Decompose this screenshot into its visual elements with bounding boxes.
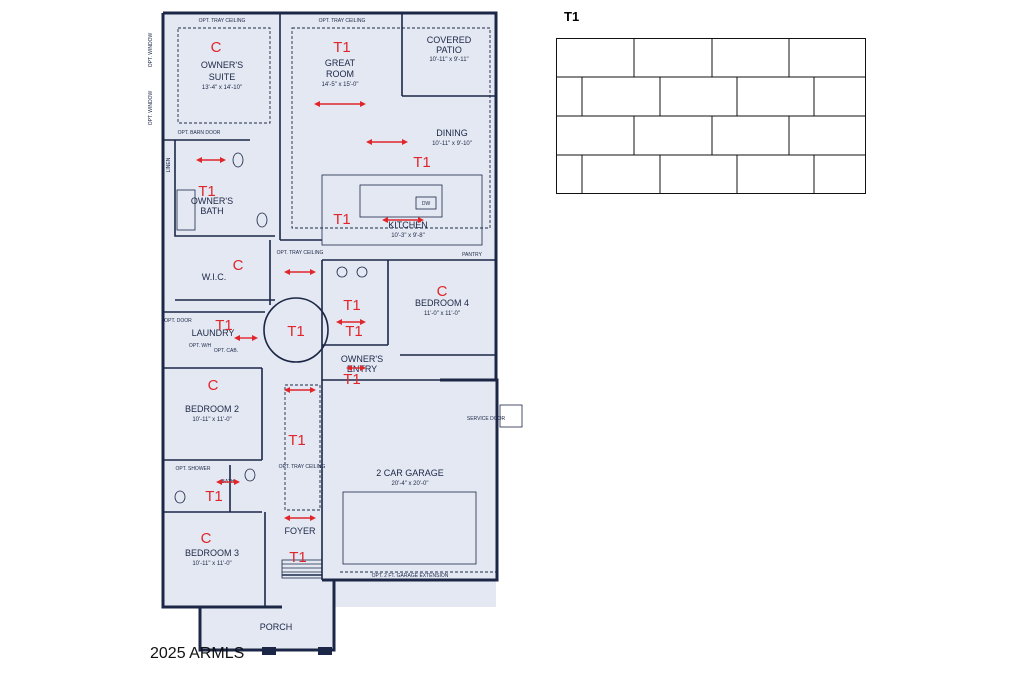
mark-t1-laundry: T1 <box>215 317 233 334</box>
covered-patio-name-1: COVERED <box>427 35 472 45</box>
laundry-name: LAUNDRY <box>192 328 235 338</box>
note-service-door: SERVICE DOOR <box>467 416 506 422</box>
mark-t1-hall-bath: T1 <box>343 297 361 314</box>
tray-ceiling-outlines <box>177 27 491 511</box>
mark-c-bedroom2: C <box>208 377 219 394</box>
note-tray-ceiling-hall: OPT. TRAY CEILING <box>277 250 324 256</box>
bedroom2-dim: 10'-11" x 11'-0" <box>192 417 231 423</box>
bedroom3-name: BEDROOM 3 <box>185 548 239 558</box>
mark-t1-kitchen: T1 <box>333 211 351 228</box>
mark-c-bedroom4: C <box>437 283 448 300</box>
mark-t1-bath2: T1 <box>205 488 223 505</box>
bedroom4-dim: 11'-0" x 11'-0" <box>424 311 460 317</box>
kitchen-fixtures: DW <box>321 174 483 246</box>
mark-t1-dining: T1 <box>413 154 431 171</box>
note-opt-cab: OPT. CAB. <box>214 348 238 354</box>
mark-c-owners-suite: C <box>211 39 222 56</box>
room-labels: OWNER'S SUITE 13'-4" x 14'-10" GREAT ROO… <box>185 35 472 632</box>
great-room-dim: 14'-5" x 15'-0" <box>322 82 359 88</box>
note-linen: LINEN <box>166 157 172 172</box>
covered-patio-dim: 10'-11" x 9'-11" <box>429 57 468 63</box>
mark-t1-foyer: T1 <box>289 549 307 566</box>
owners-entry-name-1: OWNER'S <box>341 354 383 364</box>
dw-label: DW <box>422 201 431 207</box>
note-tray-ceiling-foyer: OPT. TRAY CEILING <box>279 464 326 470</box>
mark-t1-owners-bath: T1 <box>198 183 216 200</box>
dining-dim: 10'-11" x 9'-10" <box>432 141 472 147</box>
mark-c-wic: C <box>233 257 244 274</box>
mark-t1-owners-entry: T1 <box>343 371 361 388</box>
note-opt-window-upper: OPT. WINDOW <box>148 33 154 68</box>
legend-title: T1 <box>564 9 580 24</box>
kitchen-dim: 10'-3" x 9'-8" <box>391 233 425 239</box>
note-opt-shower: OPT. SHOWER <box>175 466 210 472</box>
flooring-arrows <box>196 101 424 521</box>
note-tray-ceiling-suite: OPT. TRAY CEILING <box>199 18 246 24</box>
mark-t1-hall: T1 <box>345 323 363 340</box>
wic-name: W.I.C. <box>202 272 227 282</box>
note-garage-extension: OPT. 2 FT. GARAGE EXTENSION <box>372 573 449 579</box>
bath-fixtures <box>174 152 368 504</box>
copyright-watermark: 2025 ARMLS <box>150 645 245 662</box>
bedroom4-name: BEDROOM 4 <box>415 298 469 308</box>
mark-t1-great-room: T1 <box>333 39 351 56</box>
foyer-name: FOYER <box>284 526 316 536</box>
owners-bath-name-1: OWNER'S <box>191 196 233 206</box>
note-opt-window-lower: OPT. WINDOW <box>148 91 154 126</box>
mark-t1-gallery: T1 <box>288 432 306 449</box>
floor-fill <box>163 13 497 650</box>
garage-dim: 20'-4" x 20'-0" <box>392 481 429 487</box>
flooring-marks: C T1 T1 T1 T1 C C T1 T1 T1 T1 T1 C T1 T1… <box>198 39 447 566</box>
interior-walls <box>163 139 496 607</box>
garage-name: 2 CAR GARAGE <box>376 468 444 478</box>
note-opt-door: OPT. DOOR <box>164 318 192 324</box>
owners-bath-name-2: BATH <box>200 206 223 216</box>
porch-fixtures <box>262 559 332 655</box>
dining-name: DINING <box>436 128 468 138</box>
bedroom3-dim: 10'-11" x 11'-0" <box>192 561 231 567</box>
note-barn-door: OPT. BARN DOOR <box>178 130 221 136</box>
note-opt-wh: OPT. W/H <box>189 343 212 349</box>
owners-suite-name-2: SUITE <box>209 72 236 82</box>
mark-c-bedroom3: C <box>201 530 212 547</box>
owners-suite-dim: 13'-4" x 14'-10" <box>202 85 242 91</box>
tile-pattern-legend <box>556 38 866 194</box>
kitchen-name: KITCHEN <box>388 220 428 230</box>
note-tray-ceiling-great-room: OPT. TRAY CEILING <box>319 18 366 24</box>
great-room-name-2: ROOM <box>326 69 354 79</box>
rotunda <box>263 297 329 363</box>
note-pantry: PANTRY <box>462 252 482 258</box>
plan-notes: OPT. TRAY CEILING OPT. TRAY CEILING OPT.… <box>148 18 506 579</box>
bedroom2-name: BEDROOM 2 <box>185 404 239 414</box>
mark-t1-rotunda: T1 <box>287 323 305 340</box>
garage-fixtures <box>340 404 523 573</box>
owners-suite-name-1: OWNER'S <box>201 60 243 70</box>
porch-name: PORCH <box>260 622 293 632</box>
covered-patio-name-2: PATIO <box>436 45 462 55</box>
great-room-name-1: GREAT <box>325 58 356 68</box>
